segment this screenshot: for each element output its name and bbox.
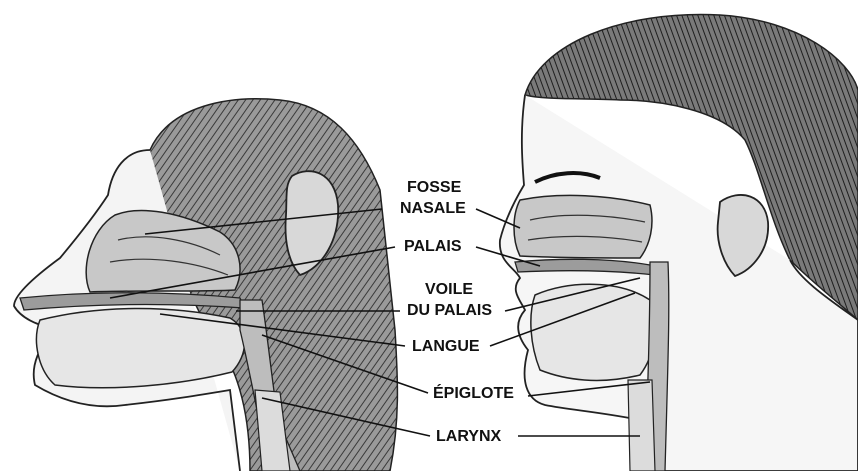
right-head-illustration	[500, 15, 858, 471]
label-palais: PALAIS	[402, 237, 463, 256]
right-tongue	[531, 284, 655, 380]
label-epiglote: ÉPIGLOTE	[431, 384, 516, 403]
label-voile-line2: DU PALAIS	[405, 301, 494, 320]
label-larynx: LARYNX	[434, 427, 503, 446]
label-voile-line1: VOILE	[423, 280, 475, 299]
label-langue: LANGUE	[410, 337, 482, 356]
right-nasal-cavity	[514, 195, 652, 258]
label-fosse-nasale-line2: NASALE	[398, 199, 468, 218]
right-trachea	[628, 380, 655, 471]
label-fosse-nasale-line1: FOSSE	[405, 178, 463, 197]
